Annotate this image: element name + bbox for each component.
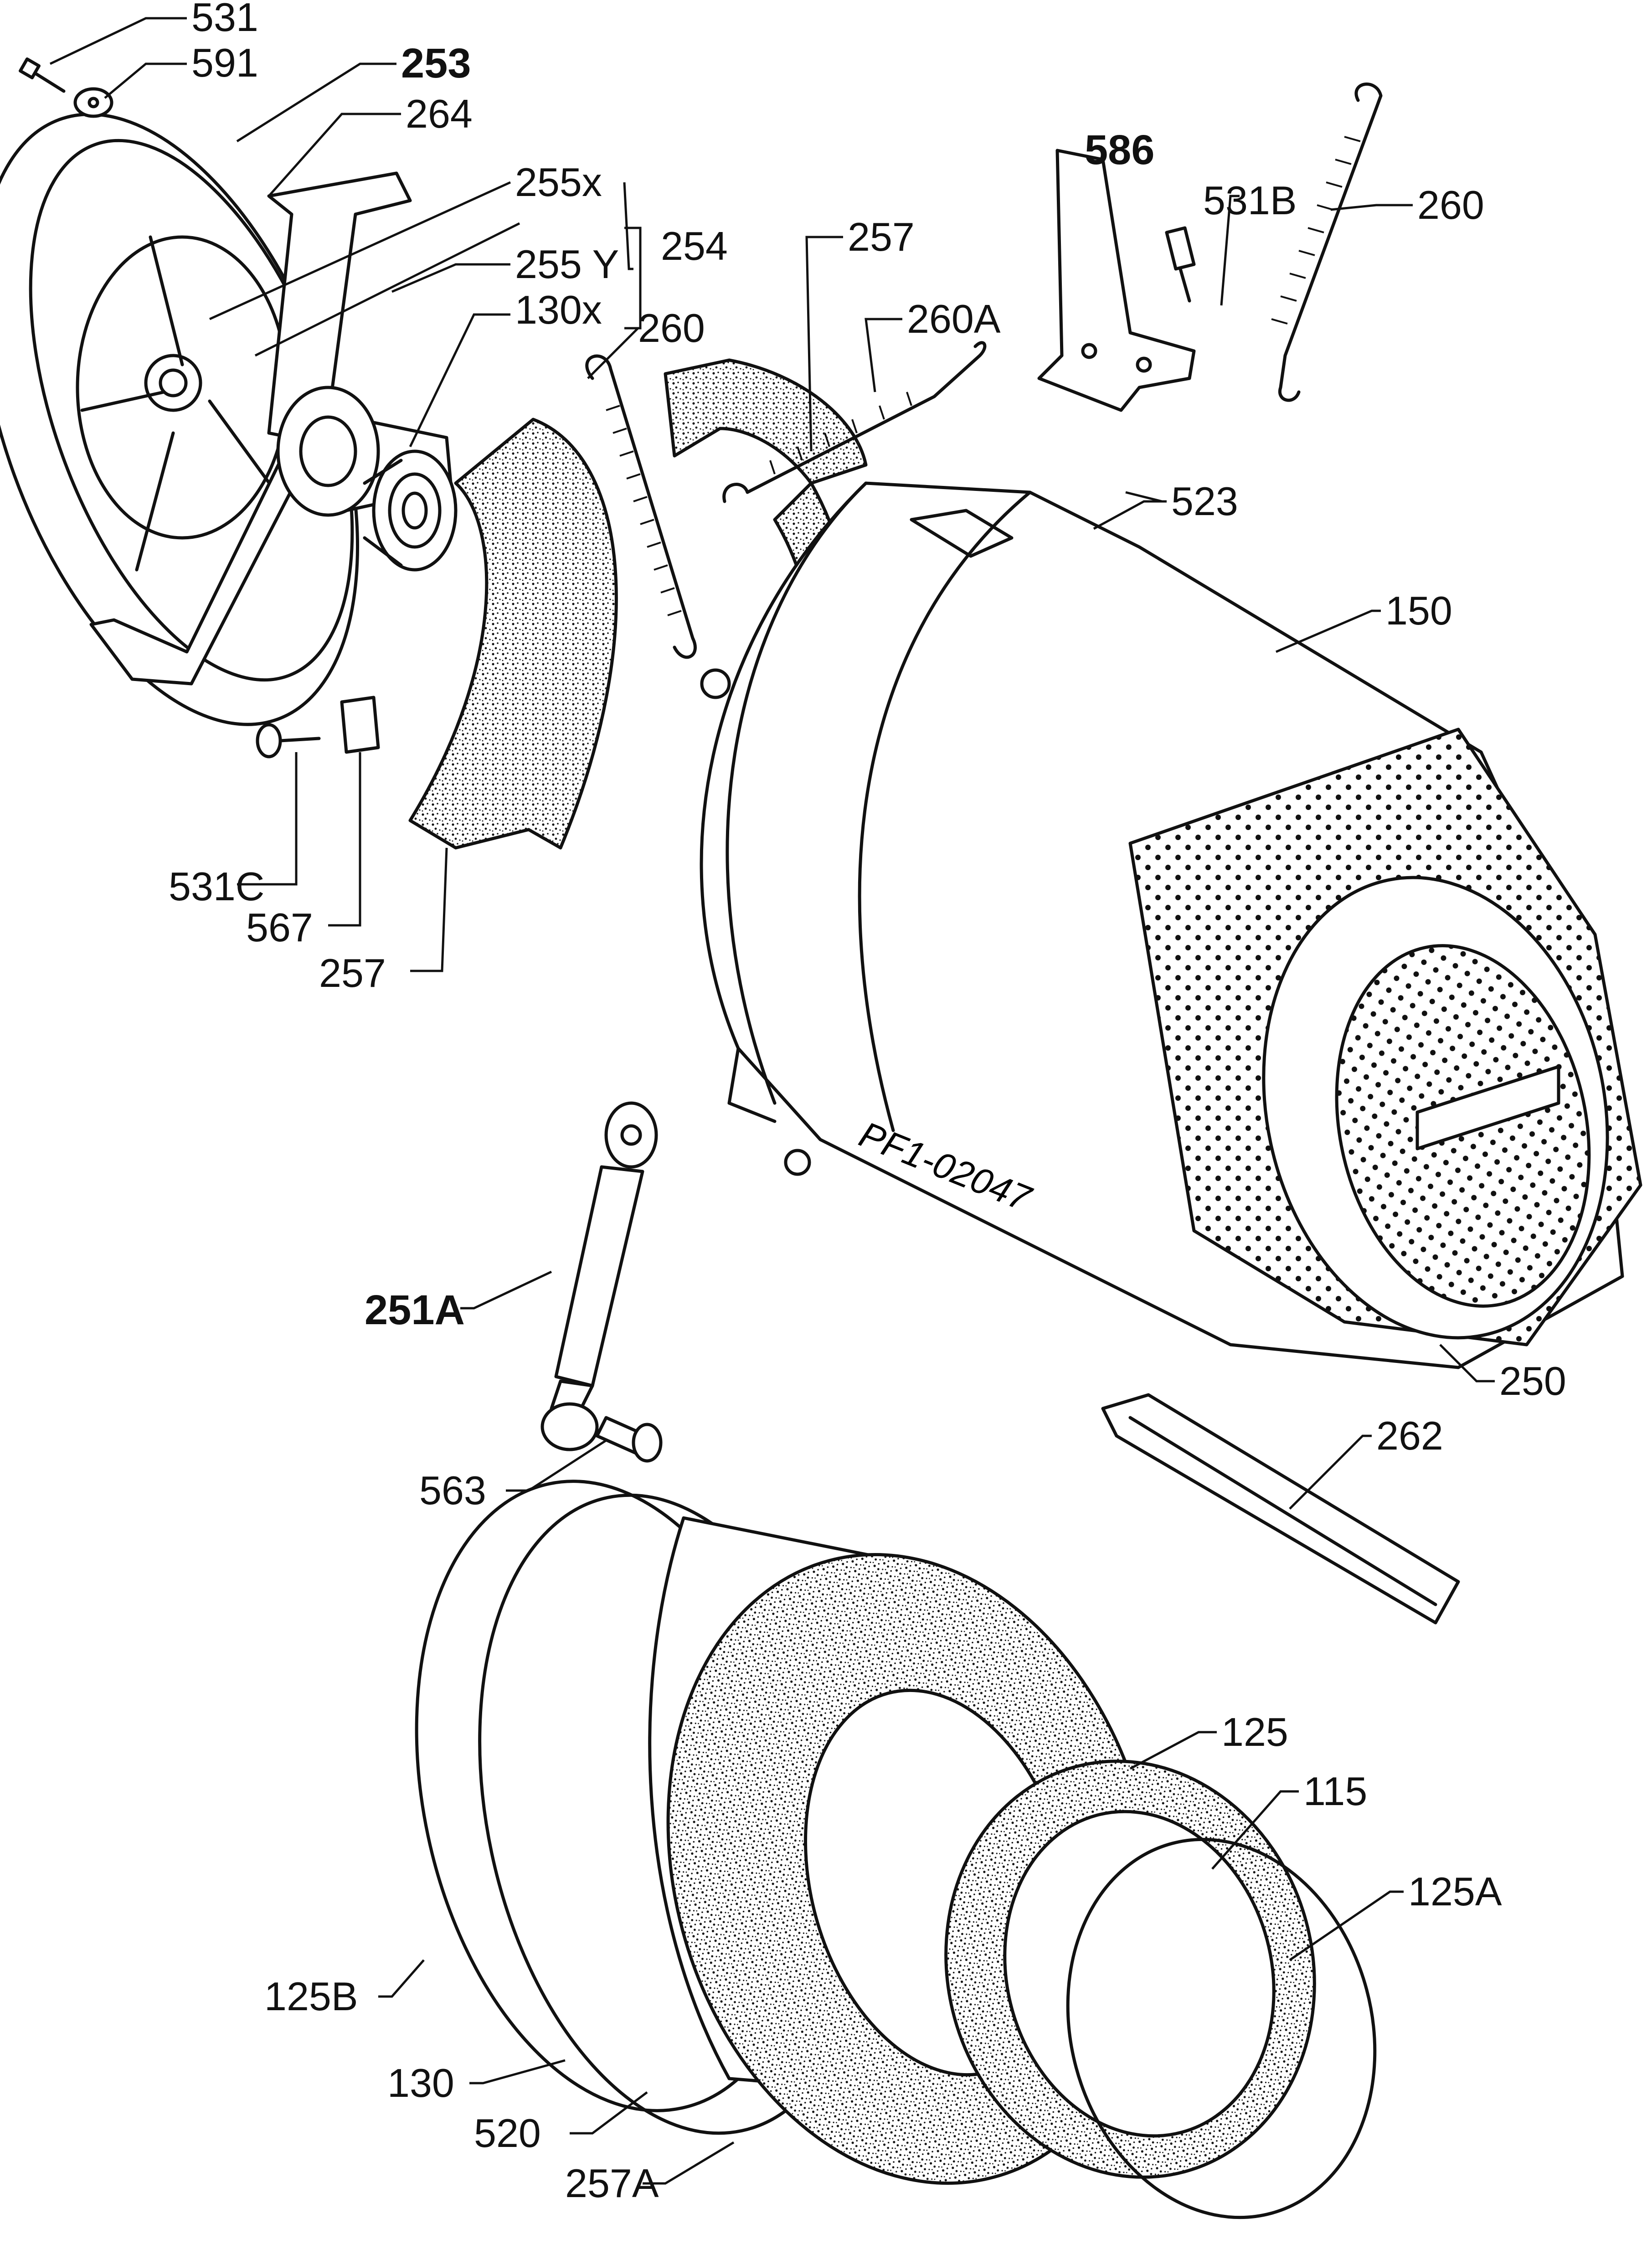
bearing	[363, 449, 458, 572]
callout-115: 115	[1303, 1769, 1367, 1814]
callout-labels: 531 591 253 264 255x 255 Y 254 130x 260 …	[169, 0, 1566, 2206]
spring-260-right	[1271, 83, 1383, 402]
callout-591: 591	[191, 40, 258, 85]
callout-251a: 251A	[365, 1287, 465, 1333]
callout-260-mid: 260	[638, 305, 705, 351]
callout-125a: 125A	[1408, 1869, 1502, 1914]
callout-264: 264	[406, 91, 473, 136]
callout-262: 262	[1376, 1413, 1443, 1458]
callout-260-right: 260	[1417, 182, 1484, 227]
callout-130: 130	[387, 2060, 454, 2105]
callout-254: 254	[661, 223, 728, 268]
screw-531c	[256, 723, 321, 758]
callout-531b: 531B	[1203, 178, 1297, 223]
counterweight-left	[408, 418, 618, 850]
screw-531	[19, 57, 66, 93]
spring-260-mid	[585, 354, 697, 659]
shock-absorber	[540, 1101, 658, 1451]
spring-260a	[722, 341, 987, 503]
callout-257a: 257A	[565, 2161, 659, 2206]
inner-drum	[1128, 728, 1642, 1347]
callout-567: 567	[246, 905, 313, 950]
clamp-ring-125a	[1066, 1837, 1377, 2219]
drum-paddle	[1101, 1393, 1460, 1625]
callout-586: 586	[1085, 127, 1155, 173]
callout-257-top: 257	[848, 214, 915, 259]
callout-563: 563	[419, 1468, 486, 1513]
callout-250: 250	[1499, 1358, 1566, 1403]
pin-563	[595, 1416, 663, 1463]
callout-531: 531	[191, 0, 258, 40]
callout-520: 520	[474, 2110, 541, 2156]
screw-531b	[1165, 226, 1196, 303]
callout-125: 125	[1221, 1709, 1288, 1754]
callout-255x: 255x	[515, 160, 602, 205]
callout-130x: 130x	[515, 287, 602, 332]
callout-531c: 531C	[169, 864, 264, 909]
callout-257-left: 257	[319, 950, 386, 996]
callout-125b: 125B	[264, 1974, 358, 2019]
leader-lines	[49, 17, 1495, 2185]
callout-260a: 260A	[907, 296, 1001, 341]
callout-150: 150	[1385, 588, 1452, 633]
callout-523: 523	[1171, 479, 1238, 524]
callout-255y: 255 Y	[515, 242, 619, 287]
bracket-586	[1037, 149, 1196, 412]
washer-591	[73, 87, 113, 118]
plate-567	[340, 696, 380, 754]
callout-253: 253	[401, 40, 471, 87]
